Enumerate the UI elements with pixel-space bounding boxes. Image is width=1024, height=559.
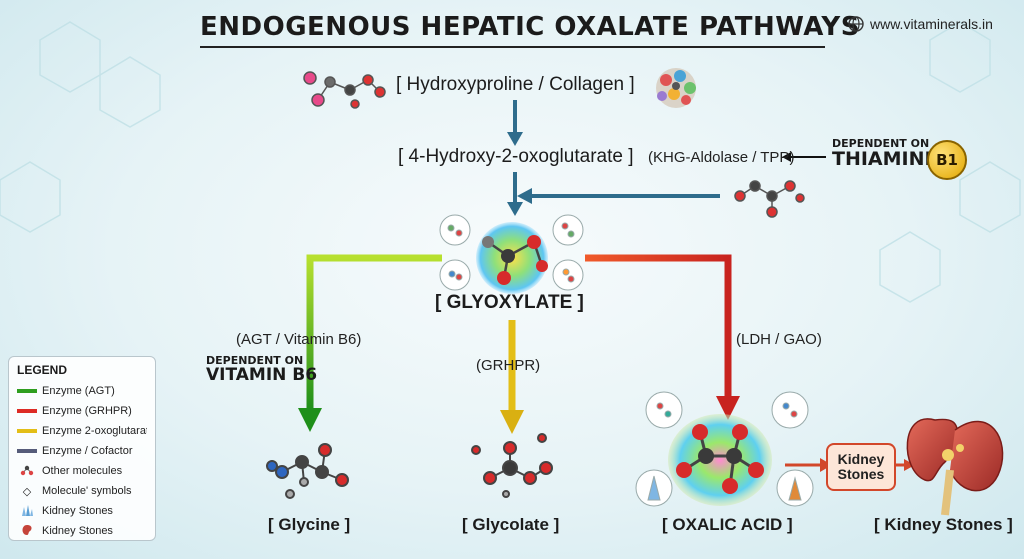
thiamine-dep-line2: THIAMINE: [832, 147, 938, 170]
legend-item-cofactor: Enzyme / Cofactor: [17, 441, 147, 461]
kidney-stones-callout: Kidney Stones: [826, 443, 896, 491]
arrow-glyoxylate-to-oxalic-acid: [585, 254, 740, 420]
crystal-icon: [17, 504, 37, 519]
enzyme-agt: (AGT / Vitamin B6): [236, 331, 362, 348]
legend-item-kidney-stones-organ: Kidney Stones: [17, 521, 147, 541]
diamond-icon: ◇: [22, 485, 32, 498]
kidney-icon: [906, 418, 1004, 516]
legend-label: Enzyme (AGT): [42, 385, 115, 397]
khg-molecule-icon: [734, 180, 805, 218]
arrow-khg-molecule-to-path: [517, 188, 720, 204]
callout-line1: Kidney: [837, 450, 885, 467]
legend-label: Molecule' symbols: [42, 485, 132, 497]
node-glycolate: [ Glycolate ]: [462, 515, 560, 534]
kidney-icon: [17, 524, 37, 539]
node-4-hydroxy-2-oxoglutarate: [ 4-Hydroxy-2-oxoglutarate ]: [398, 146, 634, 167]
legend-label: Kidney Stones: [42, 525, 113, 537]
legend-label: Other molecules: [42, 465, 123, 477]
node-hydroxyproline: [ Hydroxyproline / Collagen ]: [396, 74, 635, 95]
oxalic-acid-molecule-icon: [668, 414, 772, 506]
legend-label: Kidney Stones: [42, 505, 113, 517]
legend-label: Enzyme (GRHPR): [42, 405, 132, 417]
collagen-cluster-icon: [656, 68, 696, 108]
satellite-molecules: [439, 214, 584, 291]
node-glycine: [ Glycine ]: [268, 515, 351, 534]
arrow-hydroxyproline-to-hog: [507, 100, 523, 146]
legend-label: Enzyme 2-oxoglutarat: [42, 425, 147, 437]
legend-item-oxoglutarate: Enzyme 2-oxoglutarat: [17, 421, 147, 441]
legend-item-other-molecules: Other molecules: [17, 461, 147, 481]
hydroxyproline-molecule-icon: [303, 71, 386, 109]
enzyme-grhpr: (GRHPR): [476, 357, 541, 374]
arrow-hog-to-glyoxylate: [507, 172, 523, 216]
background-hexagons: [0, 21, 1021, 303]
callout-line2: Stones: [837, 466, 885, 482]
legend-swatch-yellow: [17, 429, 37, 433]
glycine-molecule-icon: [266, 443, 349, 499]
enzyme-khg-aldolase: (KHG-Aldolase / TPP): [648, 149, 795, 166]
b6-dep-line1: DEPENDENT ON: [206, 354, 304, 367]
enzyme-ldh-gao: (LDH / GAO): [736, 331, 822, 348]
legend-item-molecule-symbols: ◇ Molecule' symbols: [17, 481, 147, 501]
legend-title: LEGEND: [17, 363, 68, 377]
glyoxylate-molecule-icon: [476, 222, 548, 294]
node-oxalic-acid: [ OXALIC ACID ]: [662, 515, 793, 534]
legend: LEGEND Enzyme (AGT) Enzyme (GRHPR) Enzym…: [8, 356, 156, 541]
legend-swatch-green: [17, 389, 37, 393]
globe-icon: [848, 16, 864, 32]
legend-swatch-red: [17, 409, 37, 413]
site-link[interactable]: www.vitaminerals.in: [848, 16, 993, 32]
b1-badge: B1: [927, 140, 967, 180]
legend-item-agt: Enzyme (AGT): [17, 381, 147, 401]
molecule-icon: [17, 464, 37, 479]
arrow-glyoxylate-to-glycolate: [500, 320, 524, 434]
site-url[interactable]: www.vitaminerals.in: [870, 16, 993, 32]
legend-item-grhpr: Enzyme (GRHPR): [17, 401, 147, 421]
legend-item-kidney-stones-crystal: Kidney Stones: [17, 501, 147, 521]
node-kidney-stones: [ Kidney Stones ]: [874, 515, 1013, 534]
legend-swatch-slate: [17, 449, 37, 453]
title-underline: [200, 46, 825, 48]
arrow-glyoxylate-to-glycine: [298, 254, 442, 432]
glycolate-molecule-icon: [471, 433, 553, 498]
legend-label: Enzyme / Cofactor: [42, 445, 133, 457]
thiamine-dependency: DEPENDENT ON THIAMINE: [832, 138, 938, 169]
arrow-thiamine-to-enzyme: [782, 152, 826, 162]
oxalic-satellites: [635, 391, 814, 507]
page-title: ENDOGENOUS HEPATIC OXALATE PATHWAYS: [200, 12, 860, 42]
b6-dep-line2: VITAMIN B6: [206, 364, 318, 385]
vitamin-b6-dependency: DEPENDENT ON VITAMIN B6: [206, 355, 317, 384]
thiamine-dep-line1: DEPENDENT ON: [832, 137, 930, 150]
node-glyoxylate: [ GLYOXYLATE ]: [435, 292, 584, 313]
